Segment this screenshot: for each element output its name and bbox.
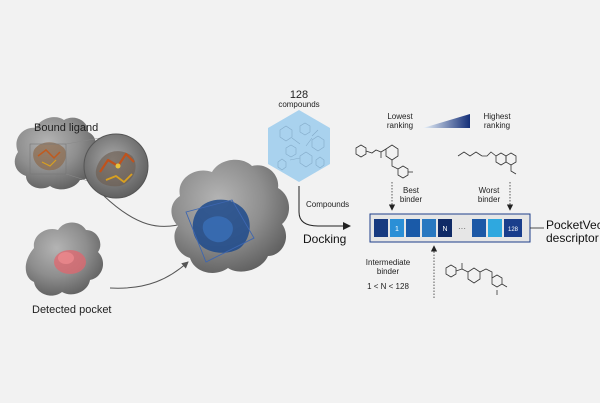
vector-first-label: 1 — [395, 226, 399, 233]
compounds-word-label: compounds — [278, 100, 320, 109]
best-binder-molecule — [355, 144, 413, 179]
pocketvec-vector: 1 N ··· 128 — [369, 213, 531, 243]
worst-binder-molecule — [457, 151, 517, 175]
compound-library-hexagon — [268, 110, 330, 182]
bound-ligand-protein — [14, 117, 105, 190]
compounds-count-label: 128 — [289, 89, 309, 101]
ranking-gradient-wedge — [423, 114, 470, 128]
vector-cell-middle — [438, 219, 452, 237]
intermediate-binder-label: Intermediate binder — [365, 258, 411, 277]
docking-label: Docking — [303, 232, 347, 246]
ligand-zoom-circle — [83, 133, 149, 199]
detected-pocket-protein — [25, 222, 104, 296]
best-binder-label: Best binder — [399, 186, 423, 205]
vector-middle-label: N — [442, 226, 447, 233]
vector-ellipsis: ··· — [458, 224, 466, 233]
vector-cell — [472, 219, 486, 237]
vector-cell — [406, 219, 420, 237]
vector-cell — [488, 219, 502, 237]
highest-ranking-label: Highest ranking — [483, 112, 511, 131]
intermediate-range-label: 1 < N < 128 — [367, 282, 409, 291]
vector-cell-last — [504, 219, 522, 237]
intermediate-binder-molecule — [445, 263, 508, 295]
lowest-ranking-label: Lowest ranking — [386, 112, 414, 131]
bound-ligand-label: Bound ligand — [34, 122, 99, 134]
vector-last-label: 128 — [508, 227, 519, 233]
detected-pocket-label: Detected pocket — [32, 304, 112, 316]
vector-cell — [422, 219, 436, 237]
worst-binder-label: Worst binder — [477, 186, 501, 205]
vector-cell — [374, 219, 388, 237]
vector-cell-first — [390, 219, 404, 237]
compounds-arrow-label: Compounds — [306, 200, 350, 209]
docked-protein — [171, 159, 290, 273]
pocketvec-descriptor-label: PocketVec descriptor — [546, 218, 600, 246]
